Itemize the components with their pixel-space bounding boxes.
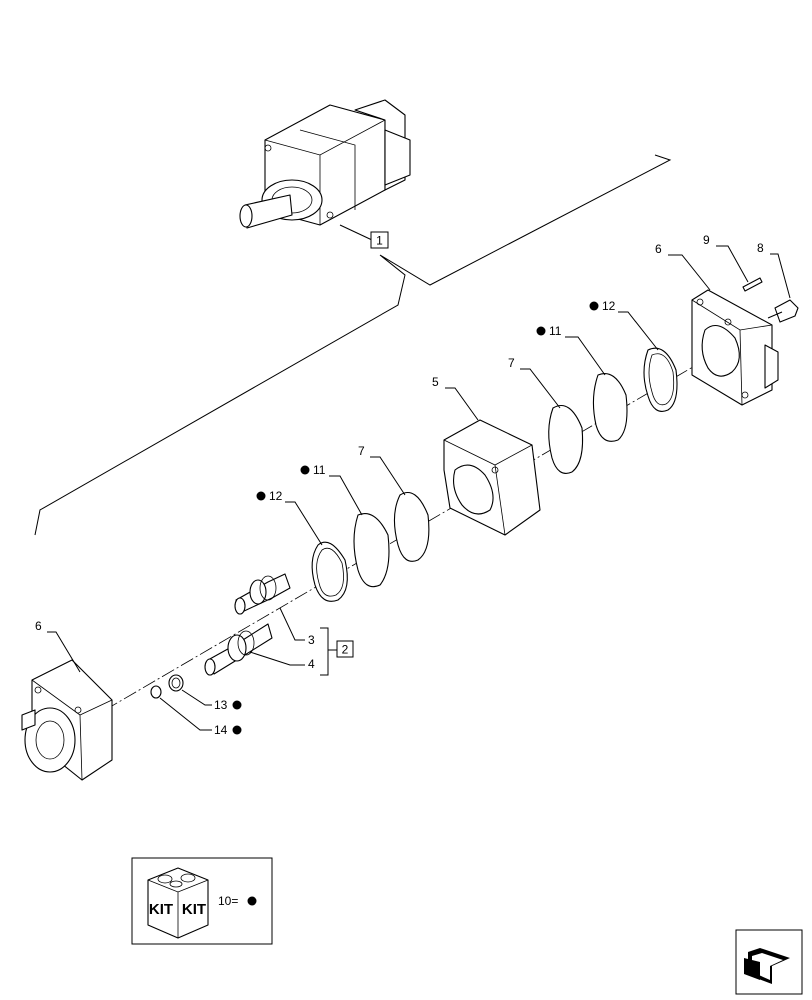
gear-shaft-3 xyxy=(234,573,291,615)
kit-legend-box: KIT KIT 10= xyxy=(131,857,273,945)
callout-13: 13 xyxy=(214,698,228,712)
pump-body xyxy=(443,419,541,536)
callout-2-box: 2 xyxy=(336,640,354,658)
seal-11-left xyxy=(353,513,390,588)
callout-6-right: 6 xyxy=(655,242,662,256)
bolt-part xyxy=(767,299,799,323)
callout-1: 1 xyxy=(376,234,383,248)
break-line xyxy=(34,154,672,536)
rear-end-cover xyxy=(691,289,779,406)
bullet-dot-icon xyxy=(247,896,257,906)
gear-shaft-4 xyxy=(204,623,273,676)
kit-label-left: KIT xyxy=(149,901,173,918)
callout-11-left: 11 xyxy=(313,463,326,477)
callout-7-right: 7 xyxy=(508,356,515,370)
seal-11-right xyxy=(592,373,628,442)
callout-7-left: 7 xyxy=(358,444,365,458)
callout-4: 4 xyxy=(308,657,315,671)
callout-14: 14 xyxy=(214,723,228,737)
callout-9: 9 xyxy=(703,233,710,247)
kit-label-right: KIT xyxy=(182,901,206,918)
callout-3: 3 xyxy=(308,633,315,647)
kit-box-icon: KIT KIT xyxy=(147,867,209,939)
dowel-pin-part xyxy=(742,277,763,292)
callout-11-right: 11 xyxy=(549,324,562,338)
front-end-cover xyxy=(21,659,113,781)
seal-12-right xyxy=(643,347,678,412)
callout-6-left: 6 xyxy=(35,619,42,633)
bullet-dot-icon xyxy=(300,465,310,475)
bullet-dot-icon xyxy=(232,700,242,710)
pump-assembly-illustration xyxy=(239,99,411,241)
seal-12-left xyxy=(311,541,348,602)
bullet-dot-icon xyxy=(589,301,599,311)
callout-8: 8 xyxy=(757,241,764,255)
bullet-dot-icon xyxy=(232,725,242,735)
callout-1-box: 1 xyxy=(370,231,389,249)
seal-7-right xyxy=(548,404,584,474)
bullet-dot-icon xyxy=(536,326,546,336)
next-page-arrow-icon[interactable] xyxy=(735,929,803,995)
callout-5: 5 xyxy=(432,375,439,389)
retaining-ring-14 xyxy=(150,685,162,699)
kit-legend-text: 10= xyxy=(218,894,238,908)
callout-2: 2 xyxy=(342,643,349,657)
bushing-13 xyxy=(168,674,184,692)
callout-12-right: 12 xyxy=(602,299,616,313)
callout-12-left: 12 xyxy=(269,489,283,503)
seal-7-left xyxy=(393,491,430,562)
bullet-dot-icon xyxy=(256,491,266,501)
